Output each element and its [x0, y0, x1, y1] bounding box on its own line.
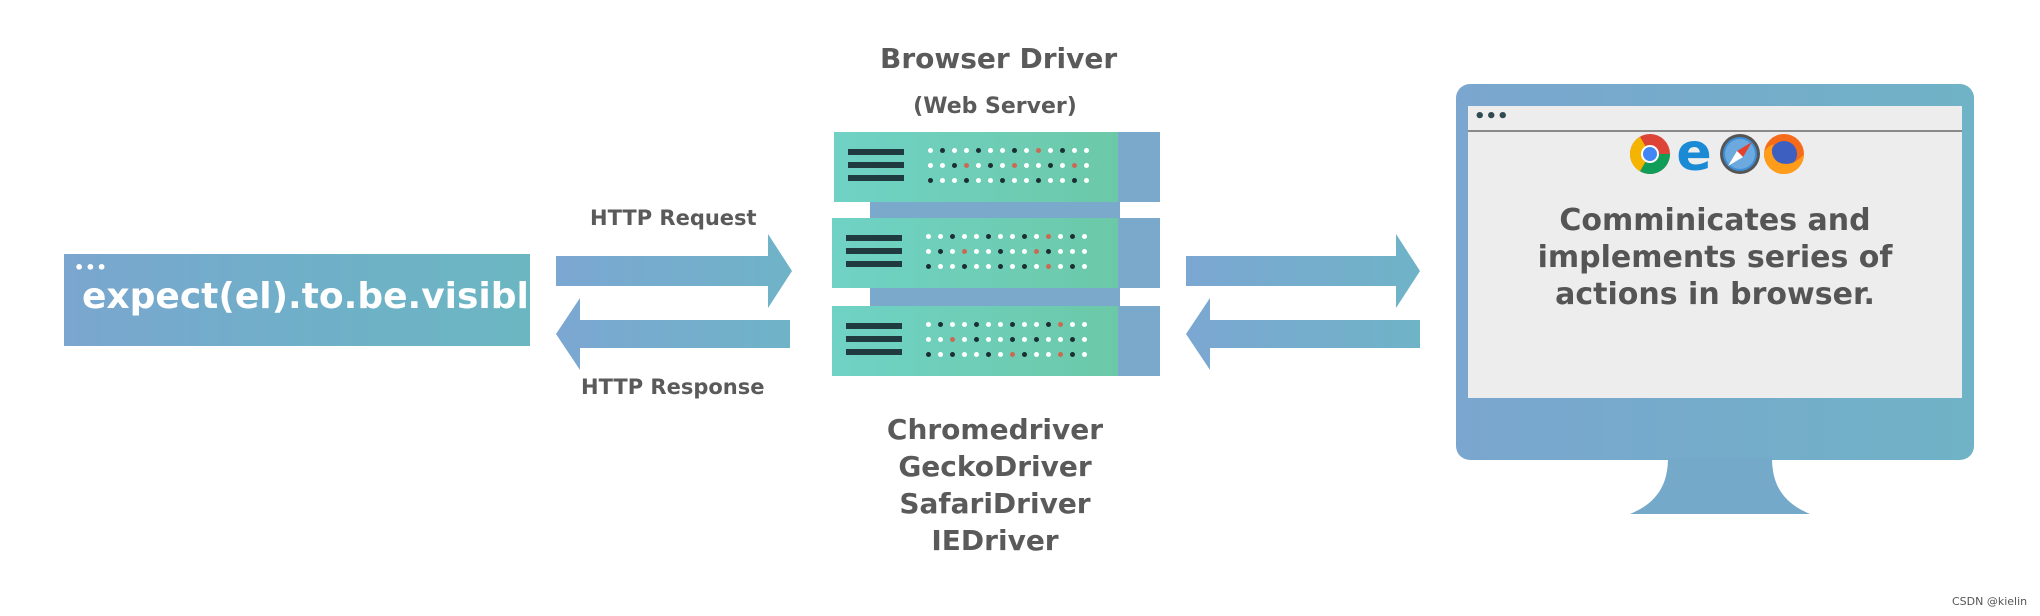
browser-text-line: implements series of — [1537, 240, 1893, 275]
browser-text-line: Comminicates and — [1559, 203, 1871, 238]
driver-name-safari: SafariDriver — [899, 487, 1091, 520]
svg-text:e: e — [1676, 132, 1711, 176]
led-row — [928, 148, 1089, 153]
vent-icon — [848, 149, 904, 155]
browser-description: Comminicates and implements series of ac… — [1515, 202, 1915, 313]
browser-titlebar: ••• — [1468, 106, 1962, 132]
server-unit-1 — [834, 132, 1160, 202]
request-arrow — [556, 234, 792, 308]
monitor-bezel: ••• e — [1456, 84, 1974, 460]
server-title: Browser Driver — [880, 42, 1118, 75]
driver-name-gecko: GeckoDriver — [898, 450, 1092, 483]
edge-icon: e — [1676, 132, 1711, 176]
led-row — [926, 234, 1087, 239]
server-subtitle: (Web Server) — [913, 94, 1077, 119]
led-row — [926, 322, 1087, 327]
vent-icon — [846, 323, 902, 329]
browser-dots-icon: ••• — [1474, 106, 1509, 127]
browser-icons: e — [1630, 132, 1804, 176]
safari-icon — [1720, 134, 1760, 174]
server-unit-2 — [832, 218, 1160, 288]
browser-response-arrow — [1186, 298, 1420, 370]
browser-text-line: actions in browser. — [1555, 277, 1875, 312]
monitor-stand — [1630, 458, 1810, 514]
http-response-label: HTTP Response — [581, 375, 765, 399]
vent-icon — [846, 235, 902, 241]
browser-request-arrow — [1186, 234, 1420, 308]
window-dots-icon: ••• — [74, 258, 108, 277]
server-unit-3 — [832, 306, 1160, 376]
code-text: expect(el).to.be.visible — [82, 276, 554, 317]
driver-name-ie: IEDriver — [931, 524, 1059, 557]
browser-window: ••• e — [1468, 106, 1962, 398]
firefox-icon — [1764, 134, 1804, 174]
chrome-icon — [1630, 134, 1670, 174]
code-panel: ••• expect(el).to.be.visible — [64, 254, 553, 346]
watermark: CSDN @kielin — [1952, 595, 2028, 608]
driver-name-chrome: Chromedriver — [886, 413, 1104, 446]
response-arrow — [556, 298, 790, 370]
http-request-label: HTTP Request — [590, 206, 757, 230]
